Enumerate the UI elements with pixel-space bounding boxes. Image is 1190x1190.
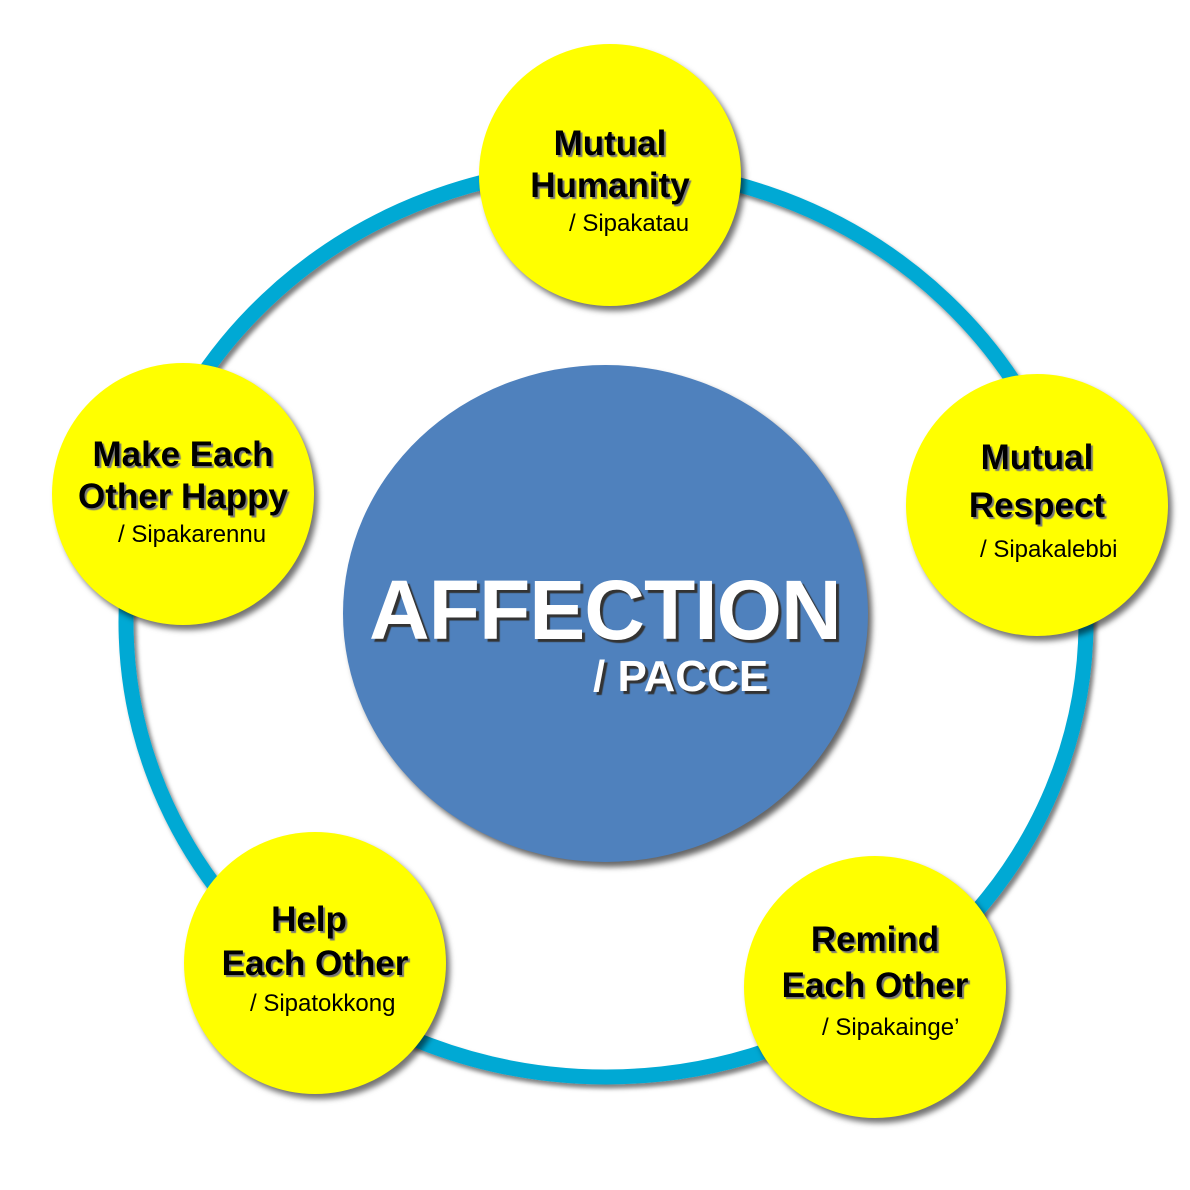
center-subtitle: / PACCE [593,652,769,701]
node-title-line2: Respect [968,486,1106,525]
node-title-line1: Mutual [553,124,667,163]
node-title-line1: Make Each [92,435,274,474]
node-subtitle: / Sipakalebbi [980,536,1118,563]
node-title-line1: Mutual [980,438,1094,477]
node-make-each-other-happy: Make Each Other Happy / Sipakarennu [52,363,314,625]
node-subtitle: / Sipakarennu [118,521,267,548]
node-title-line2: Each Other [221,944,409,983]
node-subtitle: / Sipatokkong [250,990,396,1017]
node-remind-each-other: Remind Each Other / Sipakainge’ [744,856,1006,1118]
node-title-line1: Help [271,900,347,939]
node-help-each-other: Help Each Other / Sipatokkong [184,832,446,1094]
node-subtitle: / Sipakainge’ [822,1014,960,1041]
center-title: AFFECTION [369,563,842,657]
node-title-line1: Remind [810,920,940,959]
center-circle: AFFECTION / PACCE [343,365,868,862]
node-title-line2: Other Happy [77,477,289,516]
node-title-line2: Humanity [530,166,690,205]
node-subtitle: / Sipakatau [569,210,690,237]
node-mutual-respect: Mutual Respect / Sipakalebbi [906,374,1168,636]
node-mutual-humanity: Mutual Humanity / Sipakatau [479,44,741,306]
node-title-line2: Each Other [781,966,969,1005]
